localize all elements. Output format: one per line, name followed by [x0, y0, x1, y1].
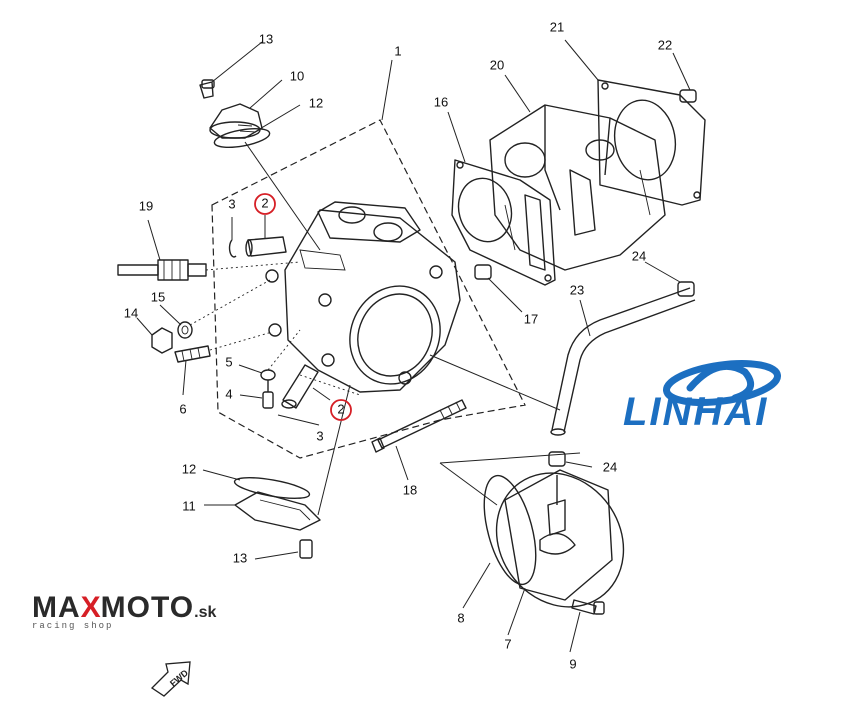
maxmoto-logo: MAXMOTO.sk racing shop: [32, 591, 216, 631]
callout-highlight-ring: [254, 193, 276, 215]
lower-gasket: [233, 477, 311, 499]
dowel-pin-lower: [281, 364, 319, 409]
maxmoto-x: X: [81, 591, 101, 624]
callout-4: 4: [225, 386, 232, 401]
side-housing: [495, 469, 625, 608]
cylinder-block: [489, 104, 666, 271]
callout-9: 9: [569, 656, 576, 671]
o-ring-upper: [228, 239, 237, 258]
callout-5: 5: [225, 354, 232, 369]
dowel-pin: [474, 264, 523, 313]
linhai-emblem-icon: [662, 360, 782, 406]
callout-10: 10: [290, 68, 304, 83]
linhai-logo: LINHAI: [623, 360, 782, 434]
callout-13: 13: [233, 550, 247, 565]
maxmoto-word-part1: MA: [32, 591, 81, 624]
hose-clamp-upper: [677, 281, 695, 297]
callout-15: 15: [151, 289, 165, 304]
dowel-pin-22: [672, 52, 697, 103]
callout-2: 2: [337, 401, 344, 416]
callout-18: 18: [403, 482, 417, 497]
upper-gasket: [213, 128, 271, 148]
dowel-pin-upper: [245, 236, 287, 257]
upper-bolt: [199, 79, 215, 99]
callout-22: 22: [658, 37, 672, 52]
head-gasket: [451, 159, 556, 286]
callout-17: 17: [524, 311, 538, 326]
callout-12: 12: [182, 461, 196, 476]
callout-highlight-ring: [330, 399, 352, 421]
callout-12: 12: [309, 95, 323, 110]
small-washer: [260, 329, 301, 381]
callout-3: 3: [228, 196, 235, 211]
cylinder-head: [265, 201, 461, 393]
callout-3: 3: [316, 428, 323, 443]
callout-16: 16: [434, 94, 448, 109]
fwd-arrow-icon: FWD: [150, 661, 191, 697]
head-bolt: [262, 380, 274, 409]
maxmoto-suffix: .sk: [194, 604, 216, 621]
lower-bolt: [299, 539, 313, 559]
callout-1: 1: [394, 43, 401, 58]
callout-8: 8: [457, 610, 464, 625]
callout-20: 20: [490, 57, 504, 72]
callout-24: 24: [603, 459, 617, 474]
callout-2: 2: [261, 195, 268, 210]
upper-cap: [209, 103, 263, 139]
spark-plug: [117, 259, 301, 281]
cylinder-gasket: [597, 79, 706, 206]
head-group-boundary: [211, 119, 526, 459]
lower-cap: [234, 491, 321, 531]
callout-24: 24: [632, 248, 646, 263]
callout-21: 21: [550, 19, 564, 34]
washer: [177, 321, 193, 339]
nut: [151, 327, 173, 354]
breather-pipe: [550, 287, 696, 436]
linhai-wordmark: LINHAI: [623, 390, 768, 434]
callout-11: 11: [182, 498, 196, 513]
callout-7: 7: [504, 636, 511, 651]
svg-text:MAXMOTO.sk: MAXMOTO.sk: [32, 591, 216, 624]
callout-19: 19: [139, 198, 153, 213]
callout-6: 6: [179, 401, 186, 416]
housing-bolt: [571, 599, 605, 615]
hose-clamp-lower: [548, 451, 566, 467]
long-bolt: [371, 399, 467, 453]
maxmoto-tagline: racing shop: [32, 621, 113, 631]
callout-23: 23: [570, 282, 584, 297]
stud-bolt: [174, 345, 211, 363]
housing-o-ring: [483, 474, 537, 586]
callout-14: 14: [124, 305, 138, 320]
fwd-label: FWD: [168, 667, 191, 688]
callout-13: 13: [259, 31, 273, 46]
maxmoto-word-part3: MOTO: [101, 591, 194, 624]
